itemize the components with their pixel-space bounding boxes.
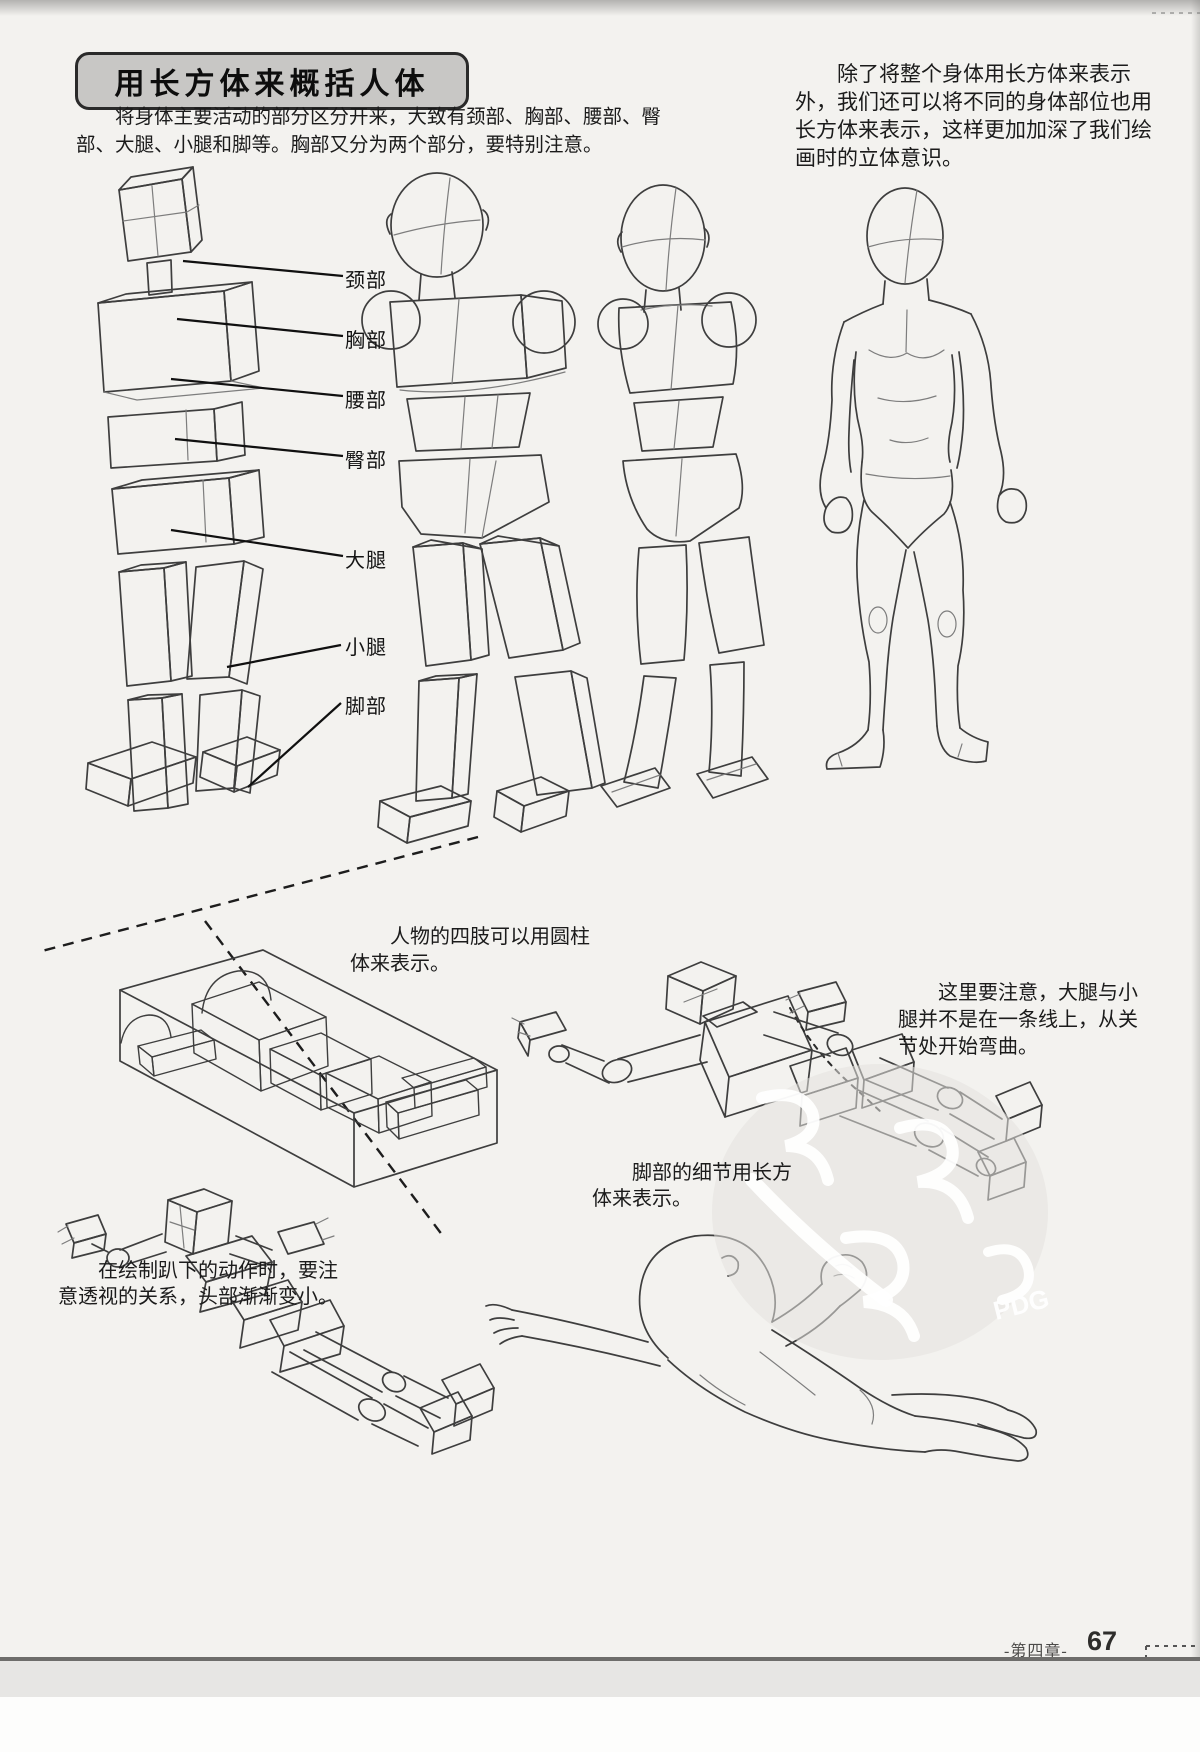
scan-right-edge [1191, 0, 1200, 1658]
perspective-dash-lines [37, 835, 479, 1237]
watermark: PDG [712, 1064, 1052, 1360]
part-label-waist: 腰部 [345, 390, 387, 412]
part-label-neck: 颈部 [345, 270, 387, 292]
annotation-knee-note: 这里要注意，大腿与小 腿并不是在一条线上，从关 节处开始弯曲。 [898, 982, 1138, 1058]
scan-top-edge [0, 0, 1200, 16]
scan-bottom-margin [0, 1697, 1200, 1752]
footer-page-number: 67 [1087, 1626, 1118, 1656]
part-label-chest: 胸部 [345, 330, 387, 352]
box-parts-paragraph: 除了将整个身体用长方体来表示 外，我们还可以将不同的身体部位也用 长方体来表示，… [795, 62, 1152, 170]
label-leader-lines [170, 259, 344, 788]
part-label-hip: 臀部 [345, 450, 387, 472]
part-label-thigh: 大腿 [345, 550, 387, 572]
part-label-calf: 小腿 [345, 637, 387, 659]
figure-organic-mannequin [597, 184, 769, 808]
figure-prone-box-small [57, 1188, 495, 1455]
annotation-foot-detail-note: 脚部的细节用长方 体来表示。 [592, 1162, 792, 1210]
page-title: 用长方体来概括人体 [75, 52, 469, 110]
annotation-prone-note: 在绘制趴下的动作时，要注 意透视的关系，头部渐渐变小。 [58, 1260, 338, 1308]
part-label-foot: 脚部 [345, 696, 387, 718]
figure-box-mannequin [85, 166, 281, 812]
diagram-figure-in-box [119, 949, 498, 1188]
figure-rounded-mannequin [361, 172, 606, 844]
scan-bottom-strip [0, 1661, 1200, 1697]
intro-paragraph: 将身体主要活动的部分区分开来，大致有颈部、胸部、腰部、臀 部、大腿、小腿和脚等。… [76, 107, 662, 156]
footer-chapter: -第四章- [1004, 1643, 1068, 1660]
figure-human-outline [819, 187, 1028, 770]
annotation-cylinder-note: 人物的四肢可以用圆柱 体来表示。 [350, 926, 590, 975]
page-bottom-rule [0, 1657, 1200, 1661]
